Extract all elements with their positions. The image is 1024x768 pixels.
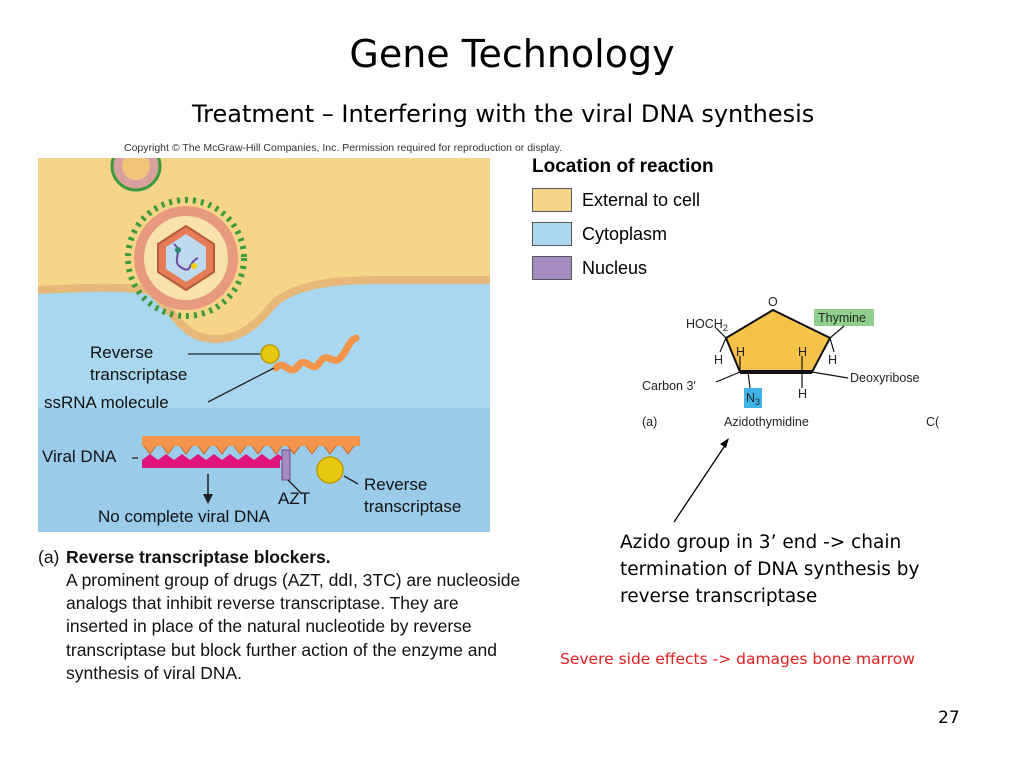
copyright-notice: Copyright © The McGraw-Hill Companies, I… — [124, 142, 563, 154]
atom-h-5: H — [798, 387, 807, 401]
atom-h-1: H — [714, 353, 723, 367]
virus-particle-icon — [125, 197, 247, 319]
legend-label-external: External to cell — [582, 189, 701, 210]
label-viral-dna: Viral DNA — [42, 447, 117, 466]
caption-body: A prominent group of drugs (AZT, ddI, 3T… — [66, 570, 521, 683]
slide-subtitle: Treatment – Interfering with the viral D… — [192, 100, 815, 128]
legend-label-nucleus: Nucleus — [582, 257, 648, 278]
azido-note: Azido group in 3’ end -> chain terminati… — [620, 532, 920, 607]
azt-molecule — [281, 449, 291, 481]
virus-top-icon — [110, 158, 162, 192]
label-no-complete-viral-dna: No complete viral DNA — [98, 507, 271, 526]
pointer-line-ssrna — [207, 367, 275, 403]
label-ssrna: ssRNA molecule — [44, 393, 169, 412]
legend-title: Location of reaction — [532, 156, 714, 177]
reverse-transcriptase-enzyme-bottom — [316, 456, 344, 484]
label-carbon-3: Carbon 3′ — [642, 379, 696, 393]
cytoplasm-shade — [38, 408, 490, 532]
label-hoch2: HOCH2 — [686, 317, 728, 333]
legend-item-cytoplasm: Cytoplasm — [532, 222, 714, 246]
arrowhead-icon — [720, 438, 729, 448]
label-cut: C( — [926, 415, 940, 429]
legend-label-cytoplasm: Cytoplasm — [582, 223, 668, 244]
pointer-line-rt-bottom — [343, 475, 359, 485]
slide-title: Gene Technology — [349, 32, 675, 76]
ssrna-strand — [272, 334, 360, 374]
label-n3: N3 — [746, 391, 760, 407]
pointer-line-azt — [287, 479, 303, 495]
legend-item-nucleus: Nucleus — [532, 256, 714, 280]
caption-panel-label: (a) — [38, 547, 60, 567]
cytoplasm-region — [38, 280, 490, 532]
label-deoxyribose: Deoxyribose — [850, 371, 920, 385]
caption-heading: Reverse transcriptase blockers. — [66, 547, 331, 567]
atom-o: O — [768, 295, 778, 309]
rna-template-strand — [142, 436, 360, 455]
legend-swatch-external — [532, 188, 572, 212]
atom-h-2: H — [736, 345, 745, 359]
label-thymine: Thymine — [818, 311, 866, 325]
label-azidothymidine: Azidothymidine — [724, 415, 809, 429]
label-reverse-transcriptase-top-2: transcriptase — [90, 365, 187, 384]
legend: Location of reaction External to cell Cy… — [532, 156, 714, 280]
arrowhead-icon — [203, 494, 213, 504]
reverse-transcriptase-figure: Reverse transcriptase ssRNA molecule Vir… — [38, 158, 490, 532]
thymine-box — [814, 309, 874, 326]
legend-swatch-cytoplasm — [532, 222, 572, 246]
legend-swatch-nucleus — [532, 256, 572, 280]
label-reverse-transcriptase-bottom-2: transcriptase — [364, 497, 461, 516]
atom-h-3: H — [798, 345, 807, 359]
azidothymidine-structure: O HOCH2 Thymine H H H H H Carbon 3′ Deox… — [642, 295, 940, 429]
legend-item-external: External to cell — [532, 188, 714, 212]
label-reverse-transcriptase-bottom-1: Reverse — [364, 475, 427, 494]
label-azt: AZT — [278, 489, 310, 508]
label-panel-a: (a) — [642, 415, 657, 429]
atom-h-4: H — [828, 353, 837, 367]
page-number: 27 — [938, 708, 960, 728]
pointer-arrow — [673, 438, 729, 523]
viral-dna-strand — [142, 454, 286, 468]
label-reverse-transcriptase-top-1: Reverse — [90, 343, 153, 362]
reverse-transcriptase-enzyme-top — [260, 344, 280, 364]
cell-membrane — [38, 276, 490, 344]
side-effects-note: Severe side effects -> damages bone marr… — [560, 650, 915, 668]
azido-box — [744, 388, 762, 408]
